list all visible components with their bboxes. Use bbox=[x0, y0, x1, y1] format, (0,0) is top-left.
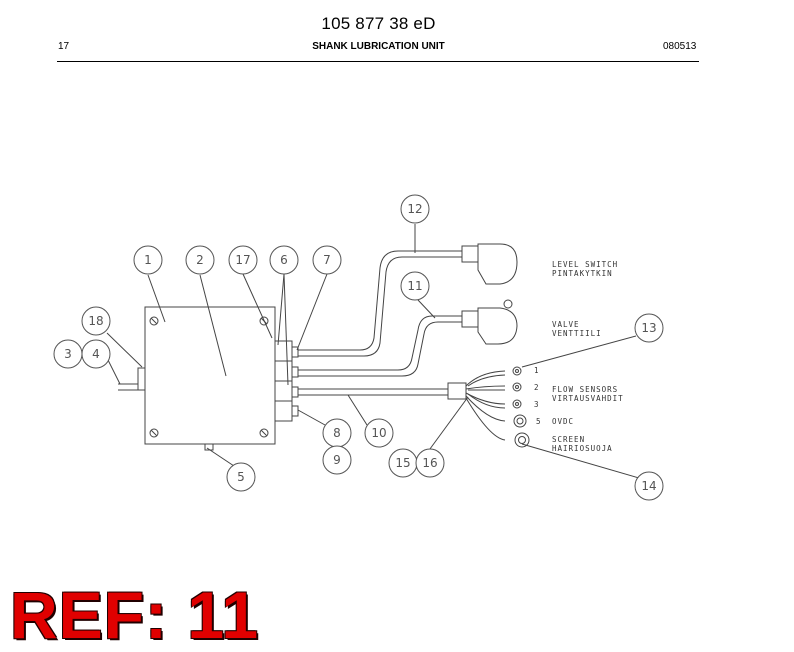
page-title: SHANK LUBRICATION UNIT bbox=[312, 41, 445, 52]
part-label-9: 9 bbox=[333, 453, 341, 467]
part-label-6: 6 bbox=[280, 253, 288, 267]
part-label-3: 3 bbox=[64, 347, 72, 361]
part-label-10: 10 bbox=[371, 426, 386, 440]
ref-label: REF: 11 bbox=[10, 578, 260, 652]
part-label-1: 1 bbox=[144, 253, 152, 267]
level-switch-label: LEVEL SWITCH bbox=[552, 260, 618, 269]
part-label-2: 2 bbox=[196, 253, 204, 267]
wire-number-1: 1 bbox=[534, 366, 540, 375]
document-number: 105 877 38 eD bbox=[321, 14, 436, 33]
flow-sensors-label-fi: VIRTAUSVAHDIT bbox=[552, 394, 624, 403]
wire-number-3: 3 bbox=[534, 400, 540, 409]
part-label-11: 11 bbox=[407, 279, 422, 293]
part-label-12: 12 bbox=[407, 202, 422, 216]
part-label-8: 8 bbox=[333, 426, 341, 440]
control-box bbox=[144, 306, 276, 445]
valve-label: VALVE bbox=[552, 320, 580, 329]
header-divider bbox=[57, 61, 699, 62]
wire-number-2: 2 bbox=[534, 383, 540, 392]
part-label-14: 14 bbox=[641, 479, 656, 493]
part-label-4: 4 bbox=[92, 347, 100, 361]
part-label-5: 5 bbox=[237, 470, 245, 484]
valve-label-fi: VENTTIILI bbox=[552, 329, 602, 338]
level-switch-label-fi: PINTAKYTKIN bbox=[552, 269, 613, 278]
part-label-17: 17 bbox=[235, 253, 250, 267]
date-code: 080513 bbox=[663, 41, 697, 52]
part-label-16: 16 bbox=[422, 456, 437, 470]
screen-label-fi: HAIRIOSUOJA bbox=[552, 444, 613, 453]
ovdc-label: OVDC bbox=[552, 417, 574, 426]
flow-sensors-label: FLOW SENSORS bbox=[552, 385, 618, 394]
wire-number-5: 5 bbox=[536, 417, 542, 426]
part-label-7: 7 bbox=[323, 253, 331, 267]
part-label-15: 15 bbox=[395, 456, 410, 470]
page-number: 17 bbox=[58, 41, 70, 52]
part-label-13: 13 bbox=[641, 321, 656, 335]
part-label-18: 18 bbox=[88, 314, 103, 328]
screen-label: SCREEN bbox=[552, 435, 585, 444]
